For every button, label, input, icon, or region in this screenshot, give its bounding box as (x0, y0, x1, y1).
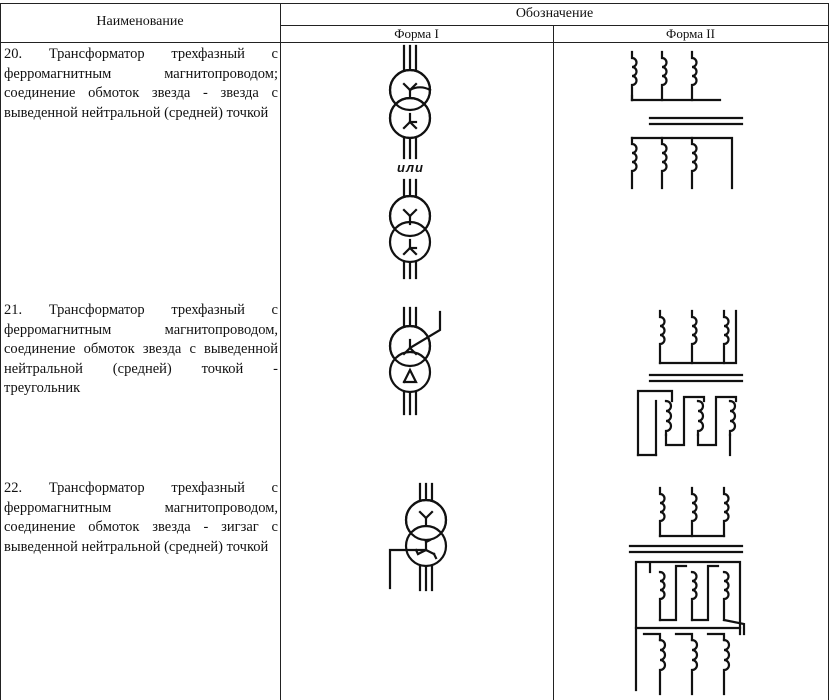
star-star-transformer-icon (388, 44, 432, 160)
header-designation: Обозначение (515, 6, 594, 21)
or-separator: или (397, 160, 424, 175)
star-delta-transformer-icon (388, 306, 442, 416)
col-divider-1 (280, 3, 281, 700)
col-divider-2 (553, 25, 554, 700)
header-bottom-border (0, 42, 829, 43)
three-phase-coil-diagram-icon (630, 50, 744, 190)
star-star-transformer-icon (388, 178, 432, 280)
table-left-border (0, 3, 1, 700)
three-phase-coil-diagram-icon (628, 486, 746, 696)
header-form1: Форма I (394, 26, 439, 41)
header-name: Наименование (96, 14, 184, 29)
row-21-name: 21. Трансформатор трехфазный с ферромагн… (4, 302, 278, 396)
three-phase-coil-diagram-icon (636, 309, 744, 457)
star-zigzag-transformer-icon (388, 482, 448, 592)
row-20-name: 20. Трансформатор трехфазный с ферромагн… (4, 46, 278, 121)
header-sub-divider (280, 25, 829, 26)
table-top-border (0, 3, 829, 4)
header-form2: Форма II (666, 26, 715, 41)
row-22-name: 22. Трансформатор трехфазный с ферромагн… (4, 480, 278, 555)
